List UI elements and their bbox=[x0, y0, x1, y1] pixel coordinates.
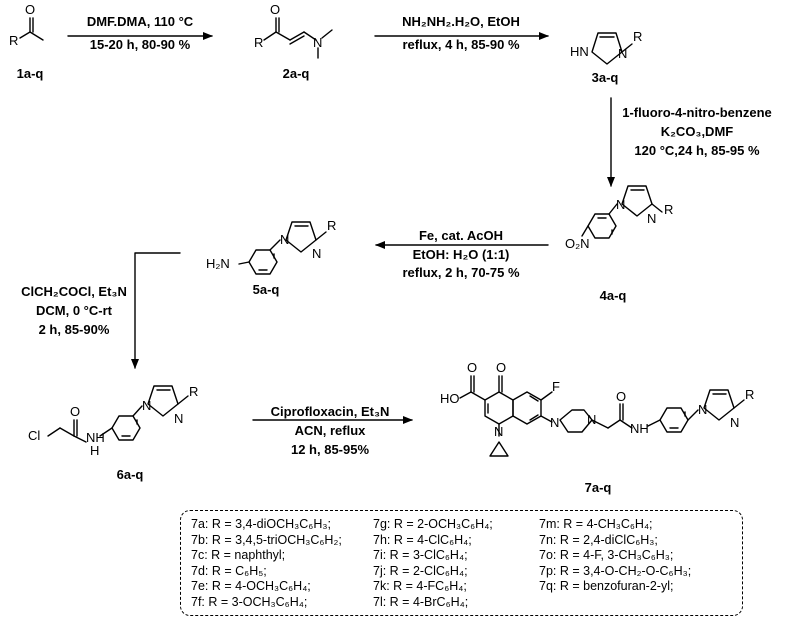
atom-label: N bbox=[142, 398, 152, 413]
legend-item: 7k: R = 4-FC₆H₄; bbox=[373, 579, 467, 593]
atom-label: NH bbox=[86, 430, 105, 445]
legend-item: 7m: R = 4-CH₃C₆H₄; bbox=[539, 517, 653, 531]
atom-label: N bbox=[647, 211, 657, 226]
condition-step6: Ciprofloxacin, Et₃N ACN, reflux 12 h, 85… bbox=[271, 404, 390, 457]
compound-label-3: 3a-q bbox=[591, 70, 619, 85]
condition-line: K₂CO₃,DMF bbox=[660, 124, 734, 139]
atom-label: HN bbox=[570, 44, 589, 59]
legend-item: 7j: R = 2-ClC₆H₄; bbox=[373, 563, 468, 578]
condition-line: Ciprofloxacin, Et₃N bbox=[270, 404, 390, 419]
structure-2 bbox=[263, 17, 333, 59]
structure-7 bbox=[459, 375, 745, 457]
legend-item: 7f: R = 3-OCH₃C₆H₄; bbox=[191, 594, 308, 609]
atom-label: N bbox=[698, 402, 708, 417]
legend-column-1: 7a: R = 3,4-diOCH₃C₆H₃; 7b: R = 3,4,5-tr… bbox=[191, 517, 342, 610]
legend-item: 7e: R = 4-OCH₃C₆H₄; bbox=[191, 579, 311, 593]
atom-label: NH bbox=[630, 421, 649, 436]
atom-label: F bbox=[552, 379, 560, 394]
condition-line: DMF.DMA, 110 °C bbox=[86, 14, 194, 29]
atom-label: R bbox=[633, 29, 643, 44]
condition-line: NH₂NH₂.H₂O, EtOH bbox=[402, 14, 520, 29]
legend-item: 7c: R = naphthyl; bbox=[191, 548, 286, 562]
compound-label-5: 5a-q bbox=[252, 282, 280, 297]
legend-item: 7p: R = 3,4-O-CH₂-O-C₆H₃; bbox=[539, 563, 692, 578]
atom-label: N bbox=[587, 412, 597, 427]
atom-label: R bbox=[745, 387, 755, 402]
atom-label: N bbox=[494, 424, 504, 439]
atom-label: O bbox=[616, 389, 627, 404]
atom-label: HO bbox=[440, 391, 460, 406]
atom-label: N bbox=[174, 411, 184, 426]
legend-item: 7d: R = C₆H₅; bbox=[191, 563, 267, 578]
condition-line: 2 h, 85-90% bbox=[38, 322, 110, 337]
atom-label: O bbox=[70, 404, 81, 419]
atom-label: H₂N bbox=[206, 256, 230, 271]
condition-line: 12 h, 85-95% bbox=[290, 442, 370, 457]
compound-label-4: 4a-q bbox=[599, 288, 627, 303]
condition-line: 15-20 h, 80-90 % bbox=[89, 37, 191, 52]
condition-line: 120 °C,24 h, 85-95 % bbox=[634, 143, 760, 158]
condition-step3: 1-fluoro-4-nitro-benzene K₂CO₃,DMF 120 °… bbox=[622, 105, 772, 158]
atom-label: N bbox=[313, 35, 323, 50]
condition-step1: DMF.DMA, 110 °C 15-20 h, 80-90 % bbox=[87, 14, 193, 52]
atom-label: O bbox=[25, 2, 36, 17]
atom-label: N bbox=[312, 246, 322, 261]
legend-item: 7q: R = benzofuran-2-yl; bbox=[539, 579, 674, 593]
atom-label: N bbox=[550, 415, 560, 430]
condition-line: ClCH₂COCl, Et₃N bbox=[21, 284, 127, 299]
legend-item: 7h: R = 4-ClC₆H₄; bbox=[373, 532, 472, 547]
condition-line: 1-fluoro-4-nitro-benzene bbox=[622, 105, 772, 120]
condition-step5: ClCH₂COCl, Et₃N DCM, 0 °C-rt 2 h, 85-90% bbox=[21, 282, 127, 339]
condition-line: Fe, cat. AcOH bbox=[418, 228, 504, 243]
legend-item: 7l: R = 4-BrC₆H₄; bbox=[373, 594, 469, 609]
condition-line: EtOH: H₂O (1:1) bbox=[412, 247, 510, 262]
atom-label: R bbox=[254, 35, 264, 50]
atom-label: Cl bbox=[28, 428, 41, 443]
atom-label: O bbox=[270, 2, 281, 17]
compound-label-6: 6a-q bbox=[116, 467, 144, 482]
atom-label: N bbox=[616, 197, 626, 212]
structure-1 bbox=[19, 17, 44, 41]
atom-label: O₂N bbox=[565, 236, 590, 251]
condition-line: DCM, 0 °C-rt bbox=[36, 303, 112, 318]
arrow-step5 bbox=[131, 252, 181, 369]
structure-6 bbox=[47, 385, 189, 443]
condition-line: reflux, 2 h, 70-75 % bbox=[402, 265, 520, 280]
atom-label: N bbox=[280, 232, 290, 247]
legend-item: 7g: R = 2-OCH₃C₆H₄; bbox=[373, 517, 493, 531]
structure-3 bbox=[591, 32, 633, 65]
atom-label: R bbox=[327, 218, 337, 233]
compound-label-7: 7a-q bbox=[584, 480, 612, 495]
legend-column-2: 7g: R = 2-OCH₃C₆H₄; 7h: R = 4-ClC₆H₄; 7i… bbox=[373, 517, 493, 610]
atom-label: R bbox=[9, 33, 19, 48]
condition-step2: NH₂NH₂.H₂O, EtOH reflux, 4 h, 85-90 % bbox=[402, 14, 520, 52]
legend-item: 7o: R = 4-F, 3-CH₃C₆H₃; bbox=[539, 548, 674, 562]
legend-item: 7a: R = 3,4-diOCH₃C₆H₃; bbox=[191, 517, 331, 531]
atom-label: R bbox=[189, 384, 199, 399]
legend-item: 7i: R = 3-ClC₆H₄; bbox=[373, 548, 468, 562]
atom-label: H bbox=[90, 443, 100, 458]
compound-label-1: 1a-q bbox=[16, 66, 44, 81]
legend-item: 7b: R = 3,4,5-triOCH₃C₆H₂; bbox=[191, 532, 342, 547]
condition-line: reflux, 4 h, 85-90 % bbox=[402, 37, 520, 52]
legend-item: 7n: R = 2,4-diClC₆H₃; bbox=[539, 532, 658, 547]
structure-5 bbox=[238, 221, 327, 275]
condition-step4: Fe, cat. AcOH EtOH: H₂O (1:1) reflux, 2 … bbox=[402, 228, 519, 280]
substituent-legend: 7a: R = 3,4-diOCH₃C₆H₃; 7b: R = 3,4,5-tr… bbox=[180, 510, 743, 616]
condition-line: ACN, reflux bbox=[294, 423, 366, 438]
atom-label: R bbox=[664, 202, 674, 217]
structure-4 bbox=[581, 185, 663, 239]
legend-column-3: 7m: R = 4-CH₃C₆H₄; 7n: R = 2,4-diClC₆H₃;… bbox=[539, 517, 691, 595]
atom-label: O bbox=[467, 360, 478, 375]
atom-label: O bbox=[496, 360, 507, 375]
atom-label: N bbox=[618, 46, 628, 61]
compound-label-2: 2a-q bbox=[282, 66, 310, 81]
atom-label: N bbox=[730, 415, 740, 430]
